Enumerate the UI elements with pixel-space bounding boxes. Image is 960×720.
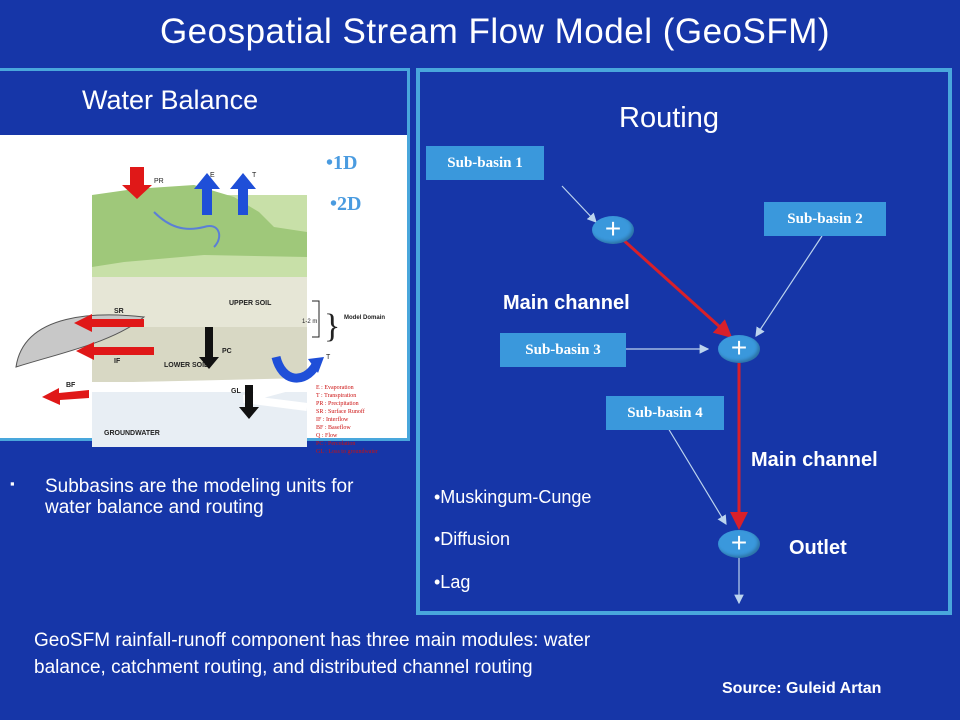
depth-label: 1-2 m xyxy=(302,319,317,325)
dimension-1d: •1D xyxy=(326,152,358,174)
subbasin-4-box: Sub-basin 4 xyxy=(606,396,724,430)
geosfm-note: GeoSFM rainfall-runoff component has thr… xyxy=(34,630,591,678)
legend-entry: BF : Baseflow xyxy=(316,424,351,431)
sub2-connector xyxy=(755,235,823,338)
legend-entry: E : Evaporation xyxy=(316,385,354,391)
water-balance-figure: UPPER SOIL LOWER SOIL GROUNDWATER PR E T… xyxy=(15,167,385,455)
pc-arrow xyxy=(199,327,219,369)
legend-entry: PR : Precipitation xyxy=(316,401,359,407)
runoff-plume xyxy=(15,314,146,368)
sub1-connector xyxy=(561,185,597,223)
legend-entry: SR : Surface Runoff xyxy=(316,408,365,415)
lower-soil-text: LOWER SOIL xyxy=(164,362,209,369)
subbasin-2-box: Sub-basin 2 xyxy=(764,202,886,236)
routing-title: Routing xyxy=(619,102,719,134)
slide-title: Geospatial Stream Flow Model (GeoSFM) xyxy=(159,12,831,51)
legend-entry: IF : Interflow xyxy=(316,416,349,423)
routing-panel xyxy=(416,68,952,615)
main-channel-label-1: Main channel xyxy=(503,292,630,314)
legend-entry: Q : Flow xyxy=(316,433,338,439)
bf-arrow xyxy=(42,388,89,405)
fracture-line xyxy=(91,378,309,411)
subbasin-1-box: Sub-basin 1 xyxy=(426,146,544,180)
junction-node-1: + xyxy=(592,215,634,244)
subbasin-3-box: Sub-basin 3 xyxy=(500,333,626,367)
bullet-marker: ▪ xyxy=(10,476,15,491)
groundwater-text: GROUNDWATER xyxy=(104,430,160,437)
legend-entry: PC : Percolation xyxy=(316,441,355,447)
water-balance-header: Water Balance xyxy=(0,71,407,135)
subbasin-bullet-text: Subbasins are the modeling units for wat… xyxy=(45,476,354,518)
method-diffusion: •Diffusion xyxy=(434,529,511,549)
t-label: T xyxy=(252,172,257,179)
sr-arrow xyxy=(74,314,144,332)
water-balance-title: Water Balance xyxy=(82,85,259,115)
water-balance-panel: Water Balance UPPER SOIL LOWER SOIL GROU… xyxy=(0,68,410,455)
upper-soil-text: UPPER SOIL xyxy=(229,300,272,307)
main-channel-label-2: Main channel xyxy=(751,449,878,471)
sr-label: SR xyxy=(114,308,124,315)
main-channel-upper xyxy=(618,235,733,339)
t2-arrow xyxy=(271,355,320,383)
domain-brace: } xyxy=(324,308,340,345)
outlet-label: Outlet xyxy=(789,537,847,559)
junction-node-2: + xyxy=(718,334,760,363)
depth-bracket xyxy=(312,300,320,338)
gl-arrow xyxy=(239,385,259,419)
t2-arrowhead xyxy=(308,357,324,373)
figure-legend: E : Evaporation T : Transpiration PR : P… xyxy=(316,385,378,455)
sub4-connector xyxy=(667,427,727,526)
terrain xyxy=(92,185,307,267)
e-arrow xyxy=(194,173,220,215)
method-muskingum-cunge: •Muskingum-Cunge xyxy=(434,487,592,507)
pr-arrow xyxy=(122,167,152,199)
pc-label: PC xyxy=(222,348,232,355)
dimension-2d: •2D xyxy=(330,193,362,215)
bf-label: BF xyxy=(66,382,76,389)
if-arrow xyxy=(76,342,154,360)
t-arrow xyxy=(230,173,256,215)
t2-label: T xyxy=(326,354,331,361)
pr-label: PR xyxy=(154,178,164,185)
stream-path xyxy=(153,211,221,248)
legend-entry: T : Transpiration xyxy=(316,393,356,399)
source-credit: Source: Guleid Artan xyxy=(722,680,882,697)
junction-node-3: + xyxy=(718,529,760,558)
domain-label: Model Domain xyxy=(344,315,385,321)
method-lag: •Lag xyxy=(434,572,471,592)
e-label: E xyxy=(210,172,215,179)
legend-entry: GL : Loss to groundwater xyxy=(316,449,378,455)
gl-label: GL xyxy=(231,388,241,395)
if-label: IF xyxy=(114,358,121,365)
